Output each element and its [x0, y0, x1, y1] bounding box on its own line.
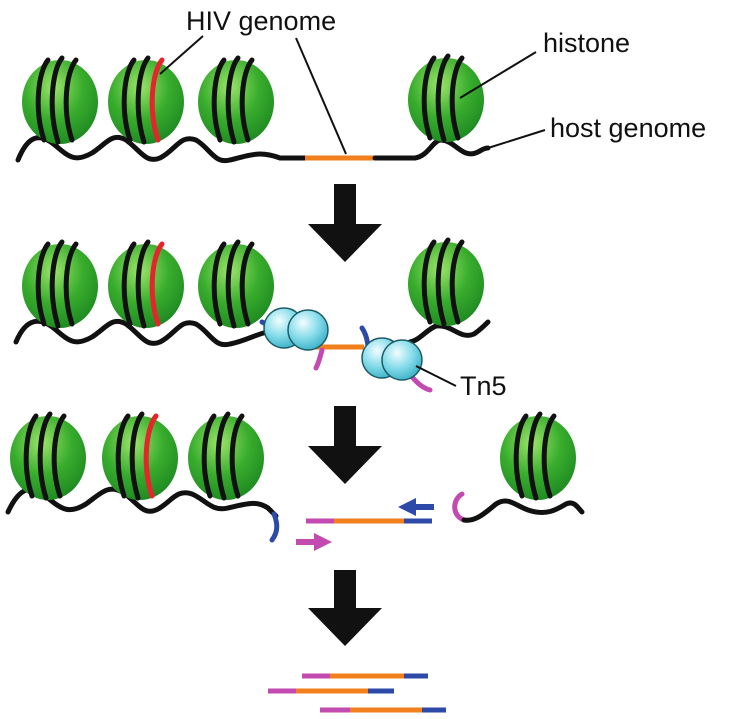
row-4-library-fragments	[268, 673, 446, 713]
hiv-genome-marker	[143, 413, 159, 499]
hiv-genome-leader	[159, 35, 204, 75]
host-genome-leader	[487, 129, 546, 149]
row-2-chromatin-tn5: Tn5	[13, 237, 507, 401]
host-genome-strand	[13, 318, 303, 348]
histone-icon	[408, 237, 484, 327]
primer-arrow-icon	[398, 498, 434, 516]
adapter-magenta	[452, 491, 467, 523]
histone-icon	[102, 411, 178, 501]
histone-icon	[408, 53, 484, 143]
histone-icon	[198, 55, 274, 145]
histone-label: histone	[543, 28, 630, 58]
histone-icon	[188, 411, 264, 501]
host-genome-strand-right	[407, 319, 491, 345]
histone-icon	[198, 239, 274, 329]
adapter-blue	[269, 511, 280, 543]
host-genome-label: host genome	[550, 113, 706, 143]
row-1-chromatin: HIV genome histone host genome	[15, 6, 706, 164]
histone-icon	[22, 239, 98, 329]
tn5-icon	[361, 337, 423, 381]
tn5-icon	[263, 307, 329, 351]
host-genome-strand	[15, 134, 308, 164]
row-3-fragments	[5, 411, 585, 551]
host-genome-strand-right	[461, 498, 585, 523]
tn5-leader	[415, 365, 457, 387]
hiv-genome-marker	[149, 241, 165, 327]
primer-arrow-icon	[296, 533, 332, 551]
step-arrow-3	[308, 570, 382, 646]
histone-icon	[22, 55, 98, 145]
hiv-genome-marker	[149, 57, 165, 143]
histone-icon	[500, 411, 576, 501]
hiv-genome-label: HIV genome	[186, 6, 336, 36]
histone-leader	[459, 51, 537, 99]
step-arrow-2	[308, 406, 382, 484]
adapter-magenta	[313, 347, 325, 371]
step-arrow-1	[308, 184, 382, 262]
histone-icon	[108, 55, 184, 145]
host-genome-strand-right	[372, 137, 491, 161]
histone-icon	[10, 411, 86, 501]
host-genome-strand	[5, 486, 279, 519]
histone-icon	[108, 239, 184, 329]
hiv-genome-leader	[295, 37, 347, 155]
tn5-label: Tn5	[460, 371, 507, 401]
